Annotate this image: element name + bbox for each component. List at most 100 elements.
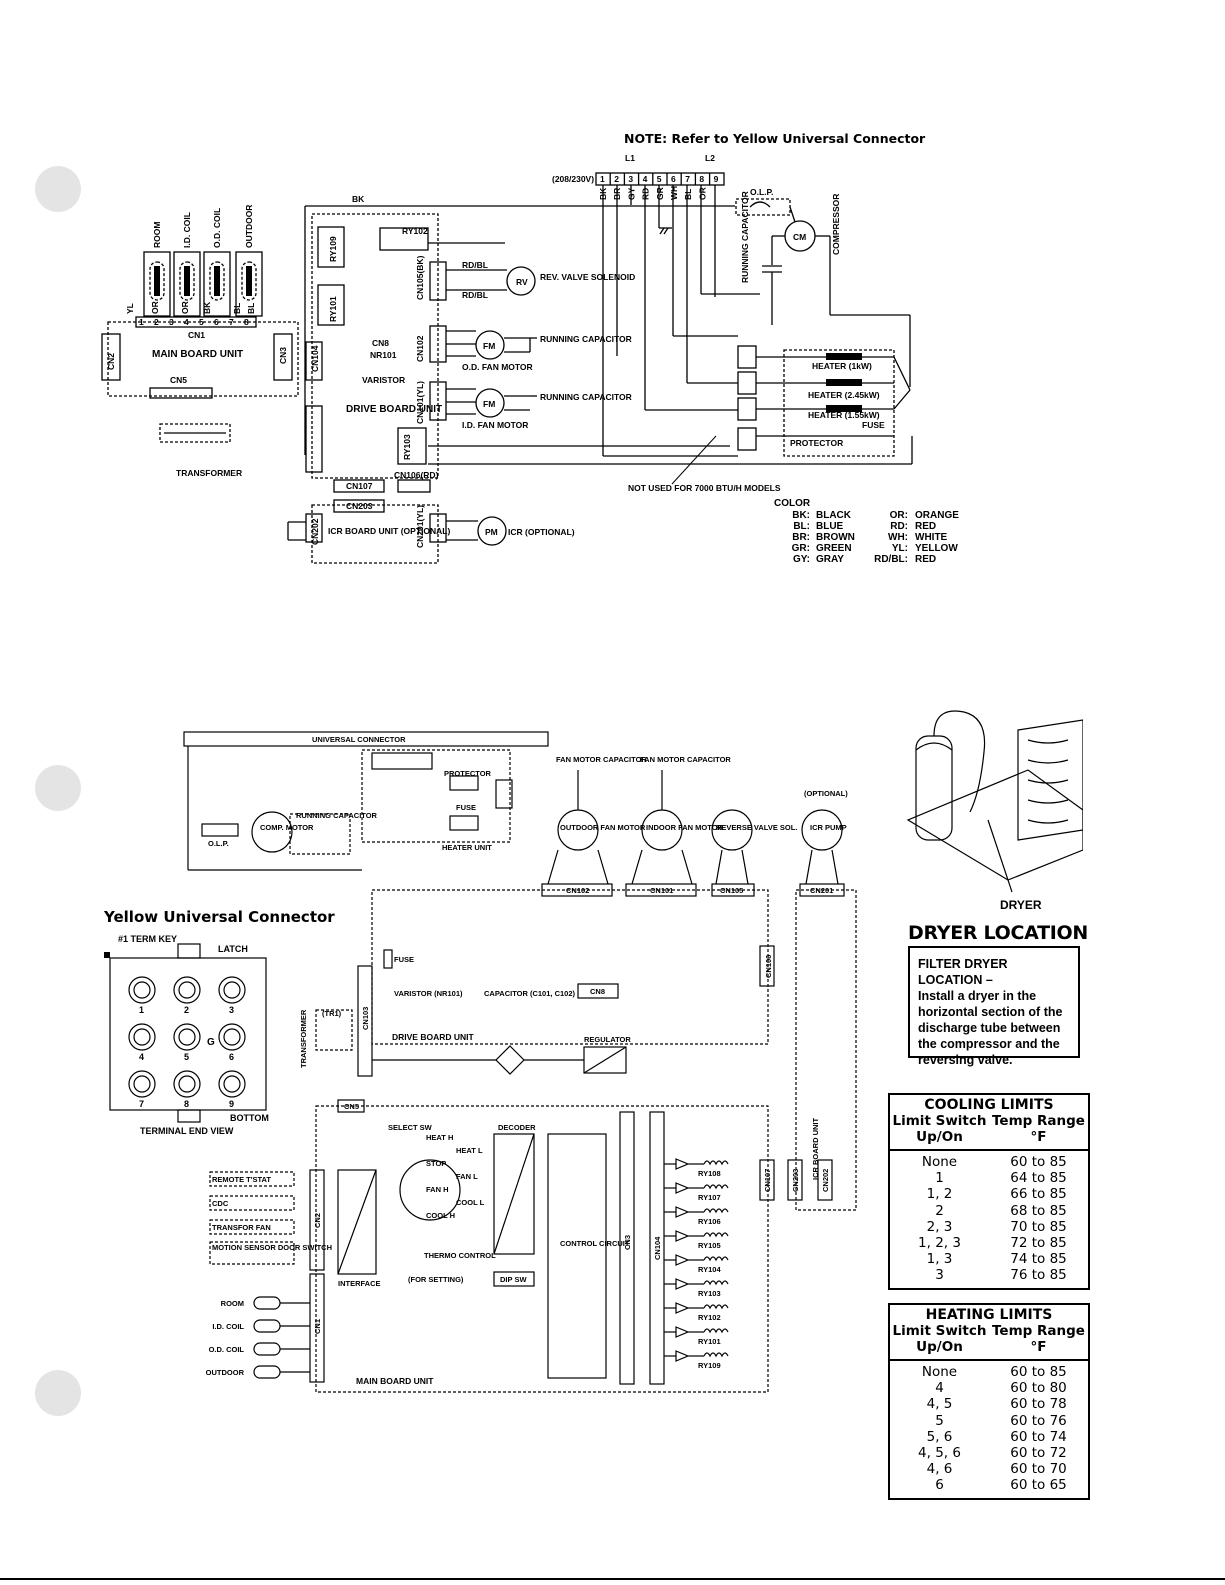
table-row: 3 76 to 85 <box>890 1267 1088 1283</box>
ry109-label: RY109 <box>328 236 338 262</box>
pin-number: 5 <box>199 317 204 327</box>
limit-switch-cell: 5, 6 <box>926 1428 953 1445</box>
wire-label: OR <box>150 301 160 314</box>
sensor-label: OUTDOOR <box>206 1368 245 1377</box>
relay-label: RY106 <box>698 1217 721 1226</box>
temp-range-cell: 60 to 80 <box>1010 1380 1067 1397</box>
col-header: Up/On <box>916 1129 963 1145</box>
dryer-note-line: Install a dryer in the <box>918 989 1037 1003</box>
cn101-label: CN101(YL) <box>415 381 425 424</box>
wire-label: BL <box>246 303 256 314</box>
dryer-note-line: reversing valve. <box>918 1053 1013 1067</box>
mode-label: STOP <box>426 1159 446 1168</box>
color-code: RD: <box>890 521 908 532</box>
color-name: BLACK <box>816 510 852 521</box>
color-name: YELLOW <box>915 543 958 554</box>
cn1-label: CN1 <box>313 1319 322 1334</box>
heater-1-label: HEATER (1kW) <box>812 361 872 371</box>
cn103-label: CN103 <box>361 1007 370 1030</box>
temp-range-cell: 76 to 85 <box>1010 1267 1067 1284</box>
wire-label: BR <box>612 188 622 200</box>
cn5-label: CN5 <box>344 1102 359 1111</box>
limit-switch-cell: 3 <box>935 1267 944 1284</box>
l2-label: L2 <box>705 153 715 163</box>
input-label: CDC <box>212 1199 229 1208</box>
heater-3-label: HEATER (1.55kW) <box>808 410 880 420</box>
relay-label: RY107 <box>698 1193 721 1202</box>
color-name: RED <box>915 521 936 532</box>
input-label: TRANSFOR FAN <box>212 1223 271 1232</box>
cn104-label: CN104 <box>653 1236 662 1260</box>
col-header: Limit Switch <box>892 1113 987 1129</box>
pm-label: PM <box>485 527 498 537</box>
bottom-schematic: UNIVERSAL CONNECTOR PROTECTOR FUSE HEATE… <box>183 731 857 1393</box>
temp-range-cell: 60 to 85 <box>1010 1364 1067 1380</box>
select-sw-label: SELECT SW <box>388 1123 433 1132</box>
temp-range-cell: 68 to 85 <box>1010 1202 1067 1219</box>
ry102-label: RY102 <box>402 226 428 236</box>
comp-motor-label: COMP. MOTOR <box>260 823 314 832</box>
terminal-number: 9 <box>714 174 719 184</box>
wire-label: WH <box>669 186 679 200</box>
limit-switch-cell: 4, 5 <box>926 1396 953 1413</box>
limit-switch-cell: 1, 2, 3 <box>918 1235 961 1252</box>
limit-switch-cell: None <box>921 1364 958 1380</box>
cn102-label: CN102 <box>566 886 589 895</box>
temp-range-cell: 64 to 85 <box>1010 1170 1067 1187</box>
temp-range-cell: 60 to 85 <box>1010 1154 1067 1170</box>
punch-hole <box>35 765 81 811</box>
table-row: 2 68 to 85 <box>890 1203 1088 1219</box>
sensor-label: I.D. COIL <box>182 212 192 248</box>
input-label: REMOTE T'STAT <box>212 1175 271 1184</box>
term-key-label: #1 TERM KEY <box>118 934 177 944</box>
color-code: BL: <box>793 521 810 532</box>
dryer-note-line: horizontal section of the <box>918 1005 1063 1019</box>
relay-label: RY109 <box>698 1361 721 1370</box>
running-capacitor-label: RUNNING CAPACITOR <box>740 191 750 283</box>
color-name: BROWN <box>816 532 855 543</box>
reverse-valve-label: REVERSE VALVE SOL. <box>716 823 797 832</box>
dryer-note-line: discharge tube between <box>918 1021 1061 1035</box>
rd-bl-label: RD/BL <box>462 290 488 300</box>
limit-switch-cell: 2 <box>935 1202 944 1219</box>
mode-label: COOL H <box>426 1211 455 1220</box>
limit-switch-cell: 2, 3 <box>926 1218 953 1235</box>
temp-range-cell: 60 to 72 <box>1010 1445 1067 1462</box>
cn107-label: CN107 <box>346 481 373 491</box>
terminal-number: 6 <box>229 1052 234 1062</box>
running-capacitor-label: RUNNING CAPACITOR <box>296 811 378 820</box>
protector-label: PROTECTOR <box>444 769 492 778</box>
temp-range-cell: 74 to 85 <box>1010 1251 1067 1268</box>
temp-range-cell: 60 to 65 <box>1010 1477 1067 1494</box>
cn3-label: CN3 <box>623 1235 632 1250</box>
cn8-label: CN8 <box>372 338 389 348</box>
bk-label: BK <box>352 194 365 204</box>
cm-label: CM <box>793 232 806 242</box>
id-fan-label: I.D. FAN MOTOR <box>462 420 528 430</box>
sensor-label: I.D. COIL <box>212 1322 244 1331</box>
cn203-label: CN203 <box>346 501 373 511</box>
decoder-label: DECODER <box>498 1123 536 1132</box>
relay-label: RY108 <box>698 1169 721 1178</box>
wire-label: BL <box>683 189 693 200</box>
terminal-number: 9 <box>229 1099 234 1109</box>
cn3-label: CN3 <box>278 347 288 364</box>
icr-board-label: ICR BOARD UNIT <box>811 1118 820 1180</box>
relay-label: RY102 <box>698 1313 721 1322</box>
bottom-rule <box>0 1578 1225 1580</box>
terminal-number: 8 <box>699 174 704 184</box>
fm-label: FM <box>483 399 495 409</box>
col-header: Temp Range <box>992 1113 1085 1129</box>
running-capacitor-label: RUNNING CAPACITOR <box>540 334 632 344</box>
od-fan-label: O.D. FAN MOTOR <box>462 362 533 372</box>
cn104-label: CN104 <box>310 345 320 372</box>
cn107-label: CN107 <box>763 1169 772 1192</box>
